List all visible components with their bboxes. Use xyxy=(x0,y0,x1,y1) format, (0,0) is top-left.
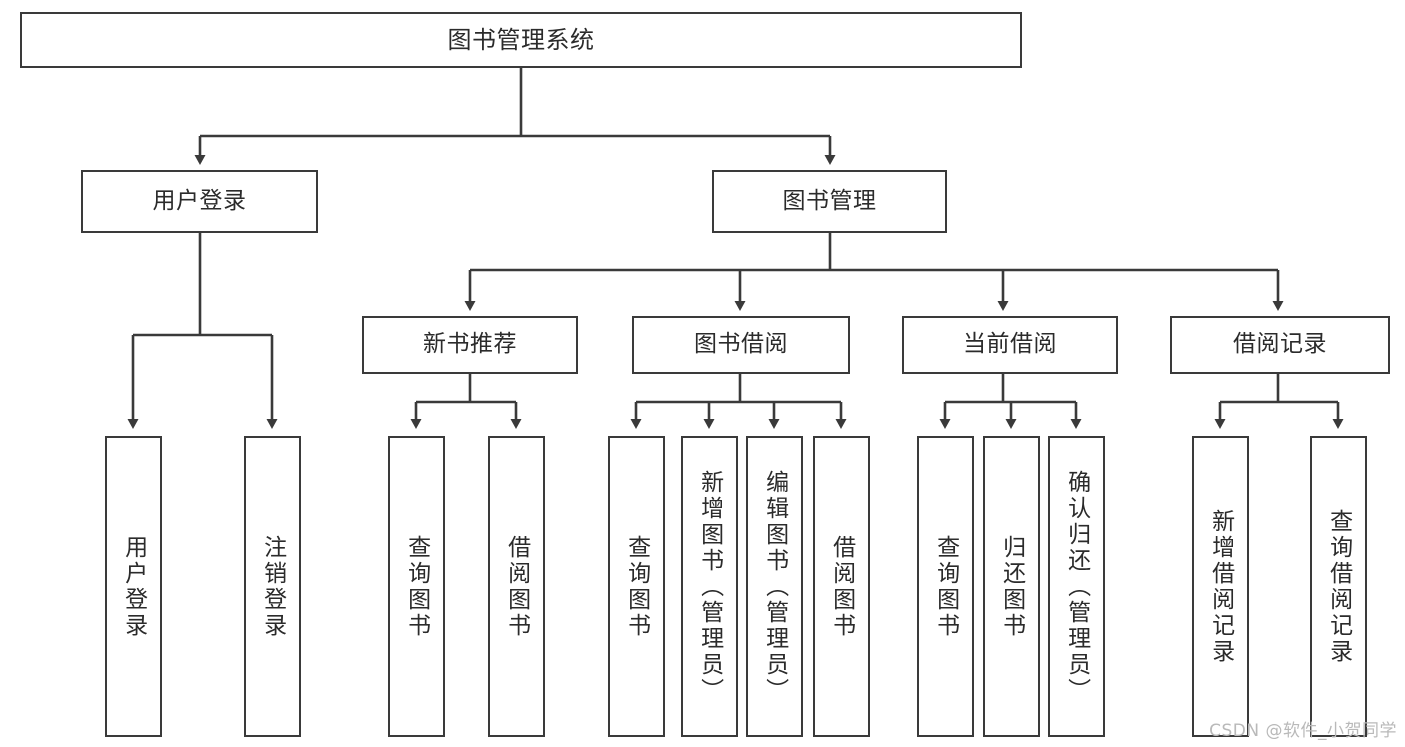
node-label: 借阅图书 xyxy=(503,534,530,639)
node-new-book-recommend[interactable]: 新书推荐 xyxy=(362,316,578,374)
leaf-borrow-borrow-book[interactable]: 借阅图书 xyxy=(813,436,870,737)
node-label: 查询图书 xyxy=(932,534,959,639)
node-label: 用户登录 xyxy=(120,534,147,639)
node-label: 新增借阅记录 xyxy=(1207,508,1234,665)
node-label: 确认归还（管理员） xyxy=(1063,469,1090,704)
leaf-current-confirm-return-admin[interactable]: 确认归还（管理员） xyxy=(1048,436,1105,737)
leaf-record-query-record[interactable]: 查询借阅记录 xyxy=(1310,436,1367,737)
leaf-user-login-logout[interactable]: 注销登录 xyxy=(244,436,301,737)
node-user-login[interactable]: 用户登录 xyxy=(81,170,318,233)
node-label: 图书借阅 xyxy=(694,331,788,358)
node-book-borrow[interactable]: 图书借阅 xyxy=(632,316,850,374)
leaf-recommend-query-book[interactable]: 查询图书 xyxy=(388,436,445,737)
node-label: 归还图书 xyxy=(998,534,1025,639)
node-label: 新增图书（管理员） xyxy=(696,469,723,704)
node-book-management[interactable]: 图书管理 xyxy=(712,170,947,233)
node-label: 借阅记录 xyxy=(1233,331,1327,358)
leaf-borrow-query-book[interactable]: 查询图书 xyxy=(608,436,665,737)
node-label: 编辑图书（管理员） xyxy=(761,469,788,704)
leaf-current-return-book[interactable]: 归还图书 xyxy=(983,436,1040,737)
leaf-recommend-borrow-book[interactable]: 借阅图书 xyxy=(488,436,545,737)
leaf-borrow-add-book-admin[interactable]: 新增图书（管理员） xyxy=(681,436,738,737)
node-borrow-record[interactable]: 借阅记录 xyxy=(1170,316,1390,374)
node-label: 当前借阅 xyxy=(963,331,1057,358)
leaf-borrow-edit-book-admin[interactable]: 编辑图书（管理员） xyxy=(746,436,803,737)
leaf-record-add-record[interactable]: 新增借阅记录 xyxy=(1192,436,1249,737)
node-label: 图书管理系统 xyxy=(447,25,595,54)
node-label: 新书推荐 xyxy=(423,331,517,358)
node-label: 图书管理 xyxy=(782,187,877,214)
node-current-borrow[interactable]: 当前借阅 xyxy=(902,316,1118,374)
node-label: 注销登录 xyxy=(259,534,286,639)
node-label: 用户登录 xyxy=(152,187,247,214)
leaf-current-query-book[interactable]: 查询图书 xyxy=(917,436,974,737)
leaf-user-login-login[interactable]: 用户登录 xyxy=(105,436,162,737)
node-label: 借阅图书 xyxy=(828,534,855,639)
node-root-system[interactable]: 图书管理系统 xyxy=(20,12,1022,68)
node-label: 查询借阅记录 xyxy=(1325,508,1352,665)
watermark-text: CSDN @软件_小贺同学 xyxy=(1209,721,1397,741)
node-label: 查询图书 xyxy=(623,534,650,639)
node-label: 查询图书 xyxy=(403,534,430,639)
